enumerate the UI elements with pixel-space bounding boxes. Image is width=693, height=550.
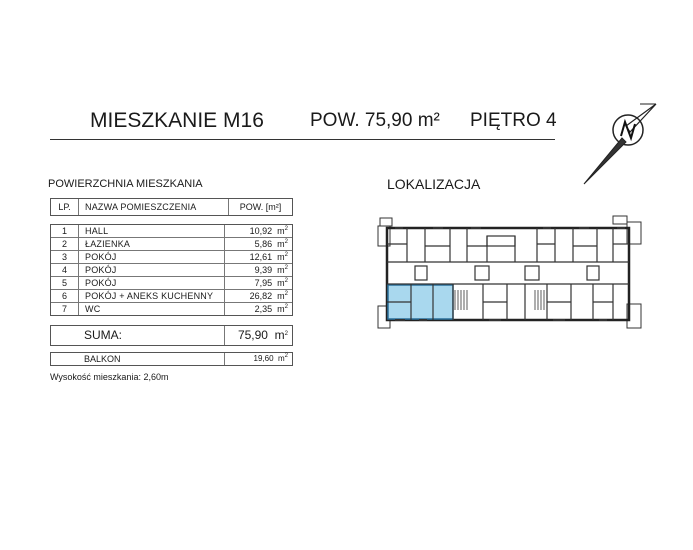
row-area: 12,61 m2 <box>249 252 288 262</box>
header-divider <box>50 139 555 140</box>
row-no: 5 <box>51 277 79 289</box>
location-title: LOKALIZACJA <box>387 176 481 192</box>
sum-value: 75,90 m2 <box>237 328 288 342</box>
apartment-floor: PIĘTRO 4 <box>470 110 557 131</box>
row-name: POKÓJ <box>79 277 225 289</box>
apartment-area: POW. 75,90 m² <box>310 110 440 131</box>
balcony-label: BALKON <box>51 353 225 365</box>
row-name: ŁAZIENKA <box>79 238 225 250</box>
row-no: 6 <box>51 290 79 302</box>
row-no: 4 <box>51 264 79 276</box>
header-area: POW. [m²] <box>239 202 282 212</box>
location-floor-plan <box>377 215 642 329</box>
row-name: POKÓJ <box>79 251 225 263</box>
row-name: POKÓJ <box>79 264 225 276</box>
header-no: LP. <box>51 199 79 215</box>
header-name: NAZWA POMIESZCZENIA <box>79 199 229 215</box>
sum-row: SUMA: 75,90 m2 <box>50 325 293 346</box>
row-area: 9,39 m2 <box>254 265 288 275</box>
height-note: Wysokość mieszkania: 2,60m <box>50 372 169 382</box>
north-arrow-icon <box>583 103 657 185</box>
balcony-row: BALKON 19,60 m2 <box>50 352 293 366</box>
row-area: 7,95 m2 <box>254 278 288 288</box>
balcony-value: 19,60 m2 <box>253 353 289 363</box>
sum-label: SUMA: <box>51 326 225 345</box>
row-area: 5,86 m2 <box>254 239 288 249</box>
row-area: 10,92 m2 <box>249 226 288 236</box>
row-name: HALL <box>79 225 225 237</box>
row-no: 1 <box>51 225 79 237</box>
row-area: 2,35 m2 <box>254 304 288 314</box>
row-name: POKÓJ + ANEKS KUCHENNY <box>79 290 225 302</box>
apartment-title: MIESZKANIE M16 <box>90 109 264 132</box>
row-name: WC <box>79 303 225 315</box>
row-no: 2 <box>51 238 79 250</box>
row-no: 3 <box>51 251 79 263</box>
row-area: 26,82 m2 <box>249 291 288 301</box>
section-title: POWIERZCHNIA MIESZKANIA <box>48 178 203 190</box>
table-header: LP. NAZWA POMIESZCZENIA POW. [m²] <box>50 198 293 216</box>
row-no: 7 <box>51 303 79 315</box>
